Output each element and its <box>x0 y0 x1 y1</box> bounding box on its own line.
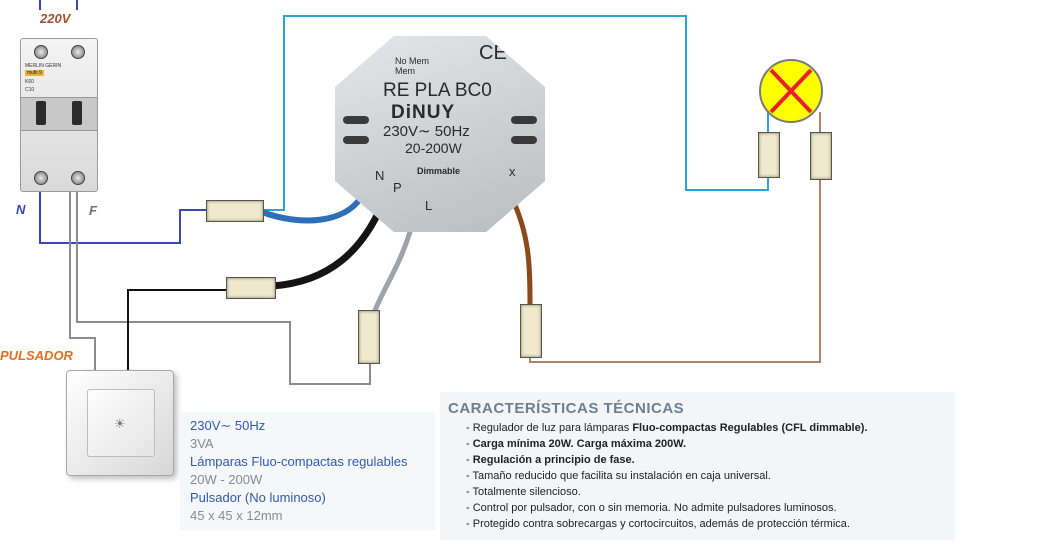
technical-characteristics: CARACTERÍSTICAS TÉCNICAS - Regulador de … <box>440 392 955 540</box>
characteristic-item: - Regulador de luz para lámparas Fluo-co… <box>466 422 868 434</box>
characteristic-text: Totalmente silencioso. <box>472 486 581 498</box>
lamp-return-terminal-block <box>520 304 542 358</box>
phase-terminal-block <box>358 310 380 364</box>
dimmer-slot-2 <box>343 136 369 144</box>
characteristic-text: Tamaño reducido que facilita su instalac… <box>472 470 771 482</box>
dimmer-mem-label: Mem <box>395 66 415 76</box>
breaker-toggle-right[interactable] <box>72 101 82 125</box>
supply-voltage-label: 220V <box>40 11 71 26</box>
spec-pushbutton-type: Pulsador (No luminoso) <box>190 490 326 505</box>
breaker-screw-top-left <box>34 45 48 59</box>
bulb-icon: ☀ <box>114 416 126 431</box>
push-button-switch[interactable]: ☀ <box>66 370 174 476</box>
dimmer-power: 20-200W <box>405 140 462 156</box>
dimmer-slot-3 <box>511 116 537 124</box>
characteristics-list: - Regulador de luz para lámparas Fluo-co… <box>466 420 867 532</box>
dimmer-terminal-n: N <box>375 168 385 183</box>
dimmer-terminal-p: P <box>393 180 402 195</box>
dimmer-dimmable: Dimmable <box>417 166 461 176</box>
lamp-return-wire <box>529 178 821 363</box>
characteristic-text: Control por pulsador, con o sin memoria.… <box>472 502 837 514</box>
spec-consumption: 3VA <box>190 436 214 451</box>
breaker-screw-bottom-left <box>34 171 48 185</box>
dimmer-slot-1 <box>343 116 369 124</box>
dimmer-pulsador-lead <box>268 201 386 290</box>
lamp-terminal-right <box>810 132 832 180</box>
pulsador-label: PULSADOR <box>0 348 73 363</box>
dimmer-phase-lead <box>369 229 413 321</box>
spec-voltage: 230V∼ 50Hz <box>190 418 266 433</box>
dimmer-nomem-label: No Mem <box>395 56 430 66</box>
neutral-label: N <box>16 202 26 217</box>
spec-power-range: 20W - 200W <box>190 472 263 487</box>
breaker-screw-bottom-right <box>71 171 85 185</box>
lamp-feed-wire <box>262 15 769 211</box>
characteristic-text: Protegido contra sobrecargas y cortocirc… <box>472 518 850 530</box>
breaker-maker-text: MERLIN GERIN <box>25 63 62 69</box>
dimmer-lamp-lead <box>512 202 533 311</box>
characteristic-item: - Protegido contra sobrecargas y cortoci… <box>466 518 850 530</box>
push-button-face[interactable]: ☀ <box>87 389 155 457</box>
breaker-model-text: K60 <box>25 79 34 85</box>
dimmer-model: RE PLA BC0 <box>383 80 492 101</box>
dimmer-terminal-lamp: x <box>509 164 516 179</box>
dimmer-slot-4 <box>511 136 537 144</box>
characteristic-item: - Carga mínima 20W. Carga máxima 200W. <box>466 438 687 450</box>
characteristics-title: CARACTERÍSTICAS TÉCNICAS <box>448 400 685 417</box>
breaker-toggle-band <box>21 97 97 131</box>
characteristic-bold: Fluo-compactas Regulables (CFL dimmable)… <box>632 422 868 434</box>
lamp-cross-2 <box>769 68 813 114</box>
phase-wire-to-dimmer <box>76 190 371 385</box>
characteristic-item: - Control por pulsador, con o sin memori… <box>466 502 837 514</box>
characteristic-item: - Totalmente silencioso. <box>466 486 581 498</box>
breaker-rating-text: C10 <box>25 87 35 93</box>
dimmer-voltage: 230V∼ 50Hz <box>383 123 470 140</box>
neutral-wire <box>39 190 212 244</box>
characteristic-item: - Tamaño reducido que facilita su instal… <box>466 470 771 482</box>
spec-lamp-type: Lámparas Fluo-compactas regulables <box>190 454 408 469</box>
lamp-terminal-left <box>758 132 780 178</box>
dimmer-brand: DiNUY <box>391 102 456 123</box>
dimmer-specs: 230V∼ 50Hz 3VA Lámparas Fluo-compactas r… <box>180 412 435 530</box>
dimmer-terminal-l: L <box>425 198 433 213</box>
characteristic-bold: Regulación a principio de fase. <box>472 454 635 466</box>
characteristic-bold: Carga mínima 20W. Carga máxima 200W. <box>472 438 687 450</box>
breaker-toggle-left[interactable] <box>36 101 46 125</box>
circuit-breaker: MERLIN GERIN multi 9 K60 C10 <box>20 38 98 192</box>
dimmer-neutral-lead <box>259 193 365 224</box>
pulsador-terminal-block <box>226 277 276 299</box>
breaker-brand-badge: multi 9 <box>25 70 44 76</box>
phase-wire-to-pulsador <box>69 190 96 382</box>
characteristic-item: - Regulación a principio de fase. <box>466 454 635 466</box>
pulsador-control-wire <box>127 289 228 382</box>
phase-label: F <box>89 203 97 218</box>
characteristic-text: Regulador de luz para lámparas <box>472 422 633 434</box>
dimmer-module: No Mem Mem CE RE PLA BC0 DiNUY 230V∼ 50H… <box>335 36 545 232</box>
breaker-screw-top-right <box>71 45 85 59</box>
neutral-terminal-block <box>206 200 264 222</box>
spec-dimensions: 45 x 45 x 12mm <box>190 508 283 523</box>
